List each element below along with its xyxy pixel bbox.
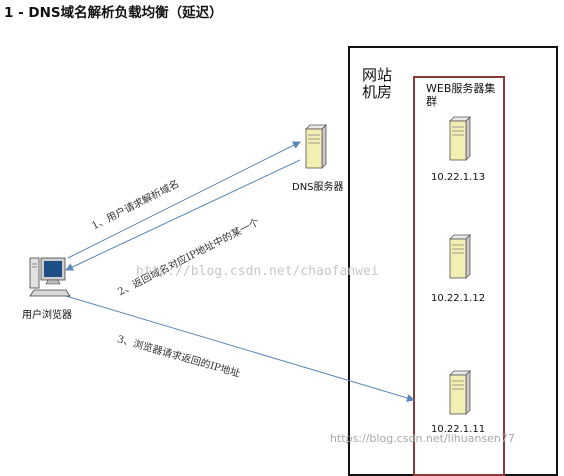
server-ip-label: 10.22.1.13 bbox=[431, 172, 486, 183]
arrow-request-dns bbox=[67, 141, 301, 259]
web-server-3-icon bbox=[449, 370, 471, 415]
connector-lines bbox=[65, 141, 415, 402]
web-server-1-icon bbox=[449, 116, 471, 161]
web-server-2-icon bbox=[449, 234, 471, 279]
watermark-url-2: https://blog.csdn.net/lihuansen77 bbox=[330, 432, 515, 445]
web-server-cluster-label: WEB服务器集群 bbox=[426, 82, 496, 108]
browser-label: 用户浏览器 bbox=[22, 310, 72, 321]
server-ip-label: 10.22.1.11 bbox=[431, 424, 486, 435]
dns-server-label: DNS服务器 bbox=[292, 182, 344, 193]
server-ip-label: 10.22.1.12 bbox=[431, 293, 486, 304]
arrow-request-server bbox=[65, 295, 415, 402]
diagram-title: 1 - DNS域名解析负载均衡（延迟） bbox=[4, 5, 223, 21]
watermark-url: http://blog.csdn.net/chaofanwei bbox=[136, 264, 379, 279]
website-room-label: 网站机房 bbox=[362, 66, 393, 101]
computer-icon bbox=[29, 257, 71, 297]
arrow-dns-reply bbox=[65, 159, 301, 271]
dns-server-icon bbox=[305, 124, 327, 169]
